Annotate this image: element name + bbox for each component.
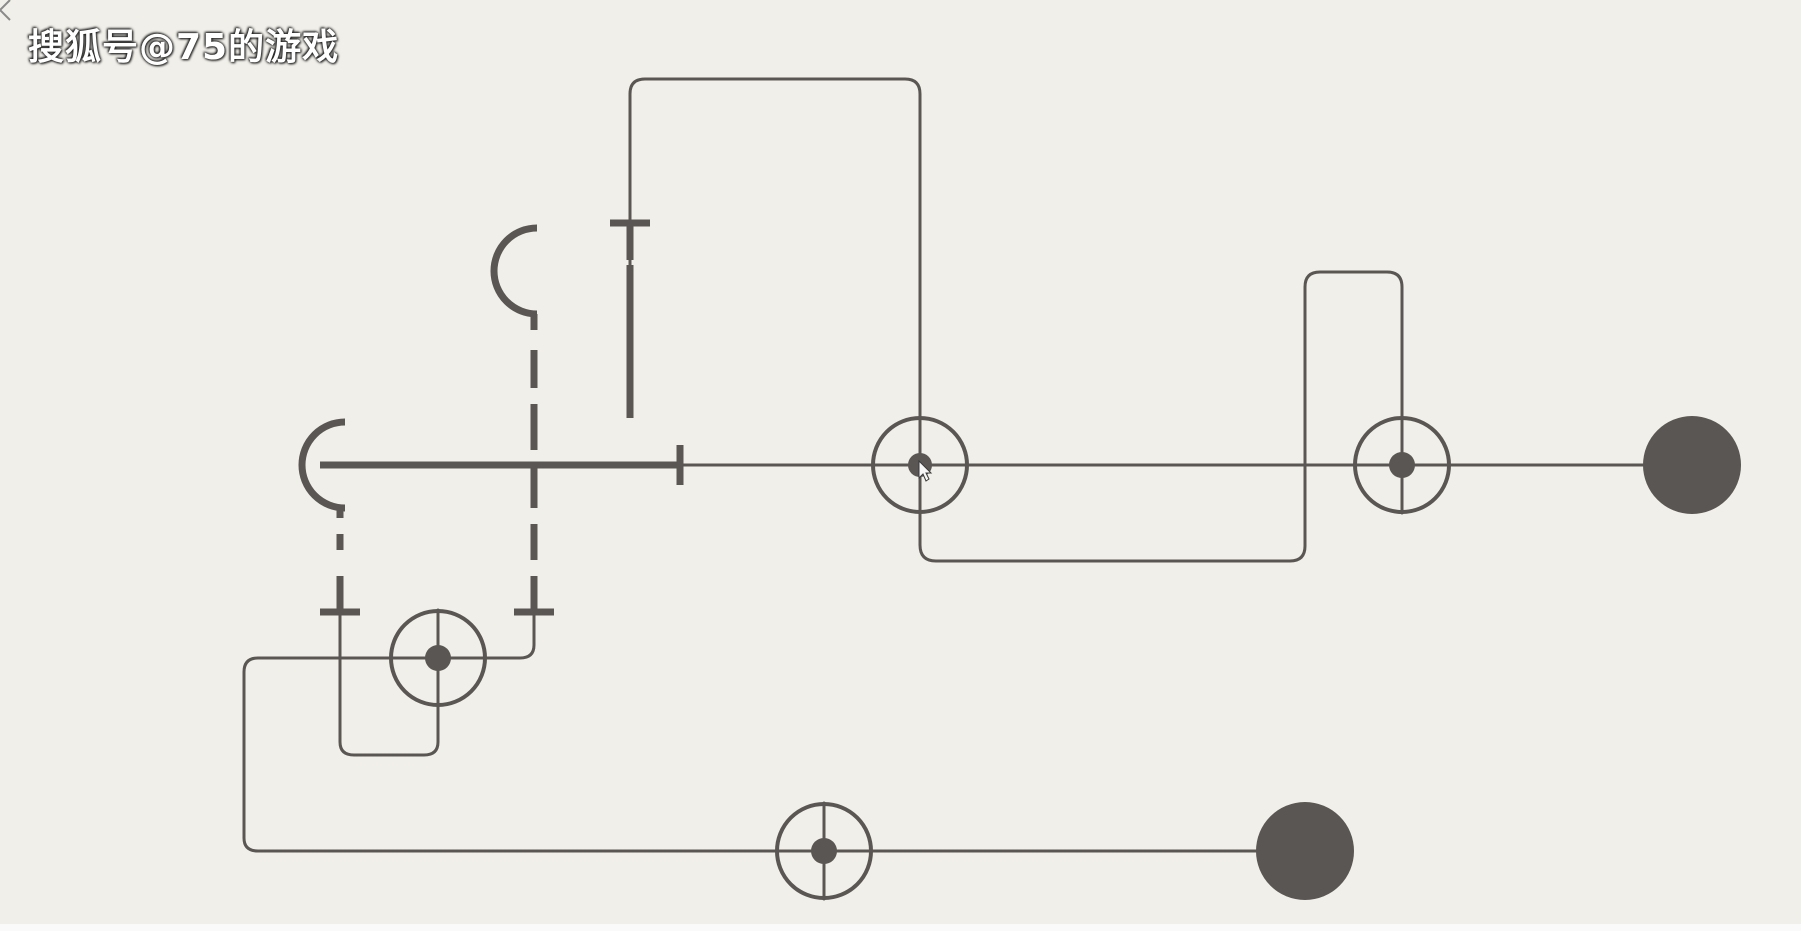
wire-lower-loop — [338, 610, 440, 757]
switch-node-4[interactable] — [775, 802, 873, 900]
chevron-left-icon[interactable] — [0, 0, 24, 28]
wire-top-loop — [628, 77, 1404, 563]
switch-node-3[interactable] — [389, 609, 487, 707]
watermark-text: 搜狐号@75的游戏 — [28, 27, 340, 68]
switch-node-2[interactable] — [1353, 416, 1451, 514]
goal-orb-right[interactable] — [1643, 416, 1741, 514]
goal-orb-bottom[interactable] — [1256, 802, 1354, 900]
bottom-border — [0, 924, 1801, 931]
gate-arc-upper[interactable] — [490, 224, 538, 318]
mouse-pointer-icon — [918, 459, 933, 482]
wire-left-loop — [242, 610, 1307, 853]
gate-arc-left[interactable] — [298, 418, 346, 512]
